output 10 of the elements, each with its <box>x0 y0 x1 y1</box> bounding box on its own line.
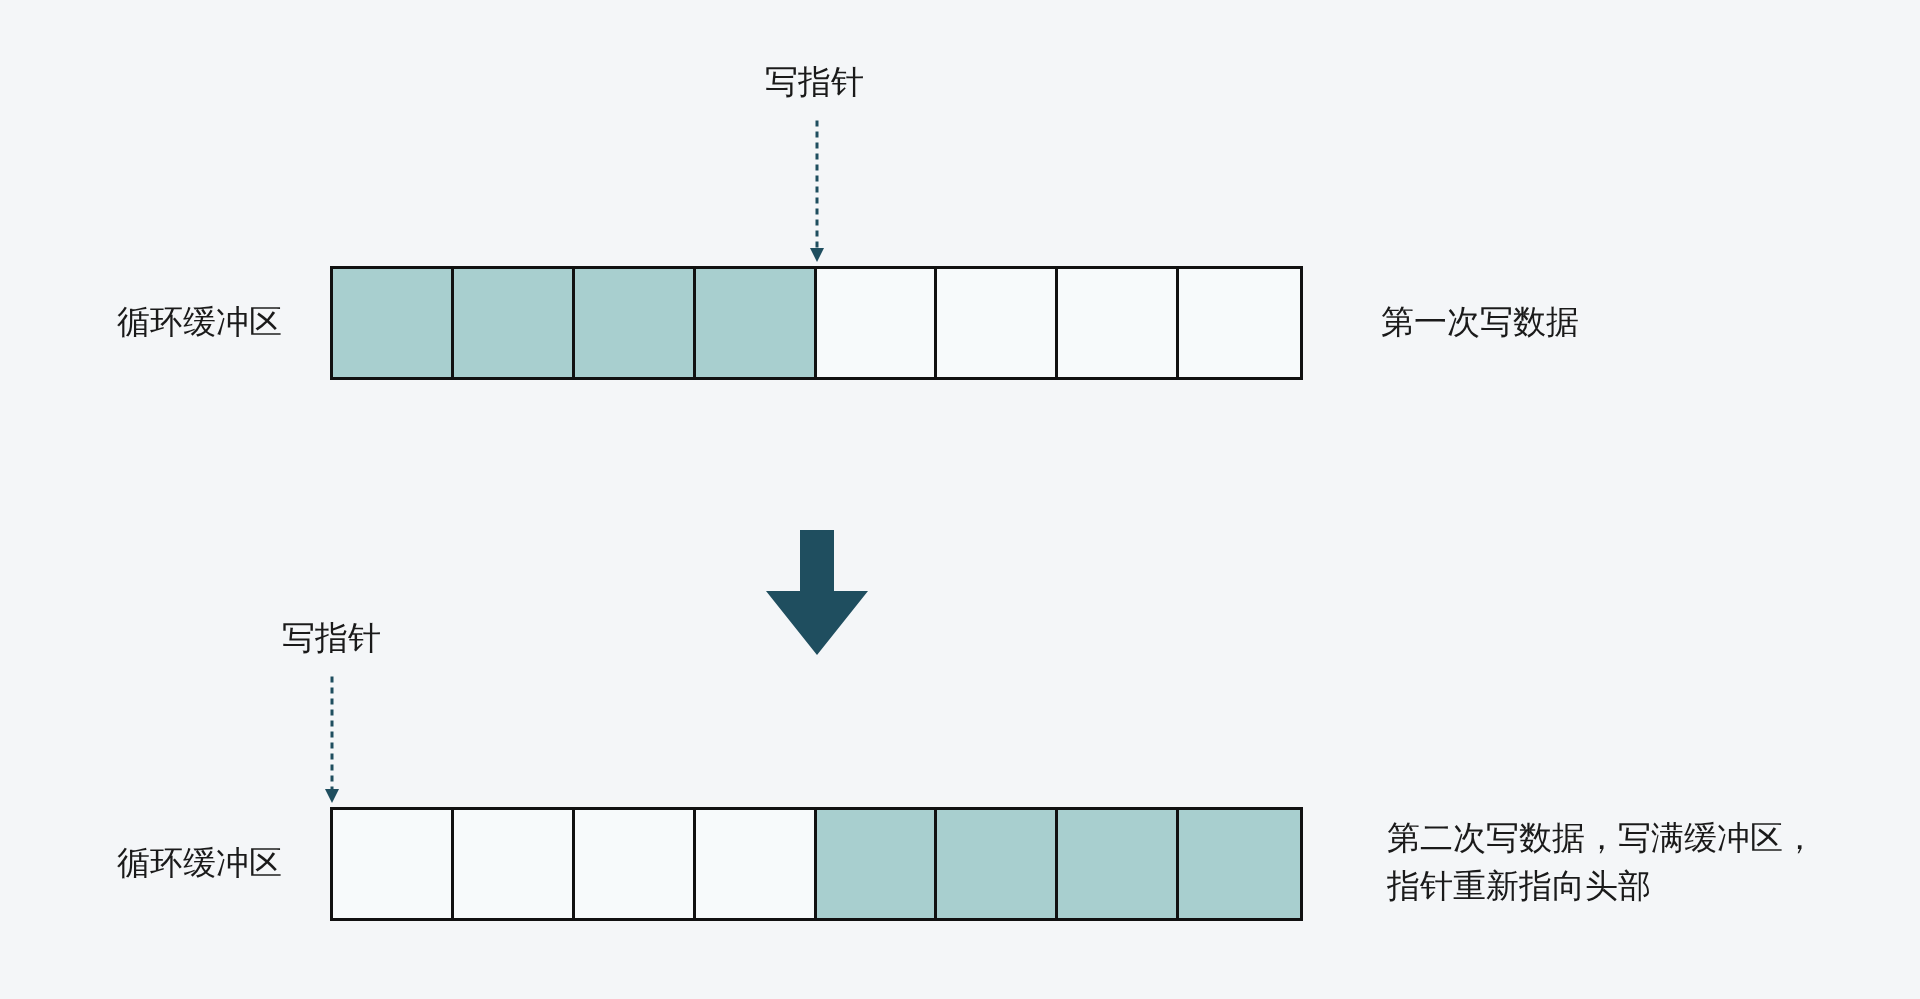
buffer-label: 循环缓冲区 <box>116 842 282 884</box>
buffer-label: 循环缓冲区 <box>116 301 282 343</box>
step-caption: 第二次写数据，写满缓冲区，指针重新指向头部 <box>1387 817 1817 907</box>
pointer-label: 写指针 <box>282 616 381 661</box>
pointer-label: 写指针 <box>765 60 864 105</box>
dashed-arrow <box>325 676 339 803</box>
step-caption: 第一次写数据 <box>1381 301 1580 343</box>
circular-buffer <box>330 266 1303 380</box>
dashed-arrow <box>810 120 824 262</box>
circular-buffer <box>330 807 1303 921</box>
